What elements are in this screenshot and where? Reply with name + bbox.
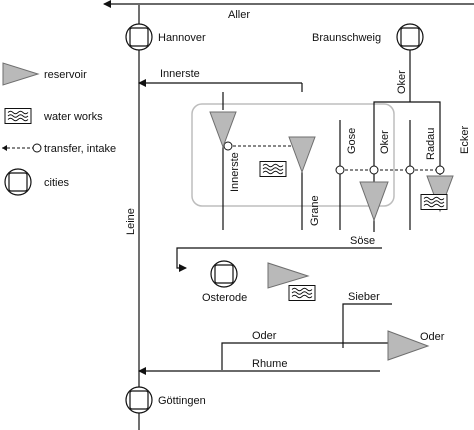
soese-label: Söse (350, 235, 375, 247)
osterode-label: Osterode (202, 292, 247, 304)
radau-label: Radau (425, 128, 437, 160)
innerste-label: Innerste (160, 68, 200, 80)
legend-transfer-arrow-icon (2, 145, 7, 151)
oder-river (221, 342, 392, 370)
harz-region-box (191, 103, 395, 207)
goettingen-city-icon (125, 386, 153, 414)
legend: reservoir water works transfer, intake c… (2, 62, 116, 196)
soese-river (176, 247, 382, 272)
oker-reservoir (359, 181, 389, 222)
intake-radau (405, 165, 415, 175)
gose-label: Gose (346, 128, 358, 154)
goettingen-label: Göttingen (158, 395, 206, 407)
oder-right-label: Oder (420, 331, 445, 343)
legend-reservoir-label: reservoir (44, 69, 87, 81)
innerste-vertical-label: Innerste (229, 152, 241, 192)
aller-label: Aller (228, 9, 250, 21)
hannover-city-icon (125, 23, 153, 51)
intake-innerste (223, 141, 233, 151)
intake-ecker (435, 165, 445, 175)
grane-label: Grane (309, 195, 321, 226)
legend-reservoir-icon (2, 62, 40, 86)
braunschweig-city-icon (396, 23, 424, 51)
intake-oker (369, 165, 379, 175)
ecker-water-works (420, 194, 448, 210)
legend-water-works-icon (4, 108, 32, 124)
sieber-river (342, 303, 392, 348)
oker-label: Oker (379, 130, 391, 154)
oder-left-label: Oder (252, 330, 277, 342)
soese-reservoir (267, 262, 310, 289)
leine-label: Leine (125, 208, 137, 235)
oder-reservoir (387, 330, 430, 361)
legend-transfer-label: transfer, intake (44, 143, 116, 155)
innerste-reservoir (209, 111, 237, 149)
legend-intake-icon (32, 143, 42, 153)
oker-label-top: Oker (396, 70, 408, 94)
legend-water-works-label: water works (43, 111, 103, 123)
grane-water-works (259, 161, 287, 177)
legend-cities-label: cities (44, 177, 70, 189)
hannover-label: Hannover (158, 32, 206, 44)
intake-gose (335, 165, 345, 175)
osterode-city-icon (210, 260, 238, 288)
braunschweig-label: Braunschweig (312, 32, 381, 44)
sieber-label: Sieber (348, 291, 380, 303)
ecker-reservoir (426, 175, 454, 213)
ecker-label: Ecker (459, 126, 471, 154)
legend-city-icon (4, 168, 32, 196)
rhume-label: Rhume (252, 358, 287, 370)
grane-reservoir (288, 136, 316, 174)
soese-water-works (288, 285, 316, 301)
